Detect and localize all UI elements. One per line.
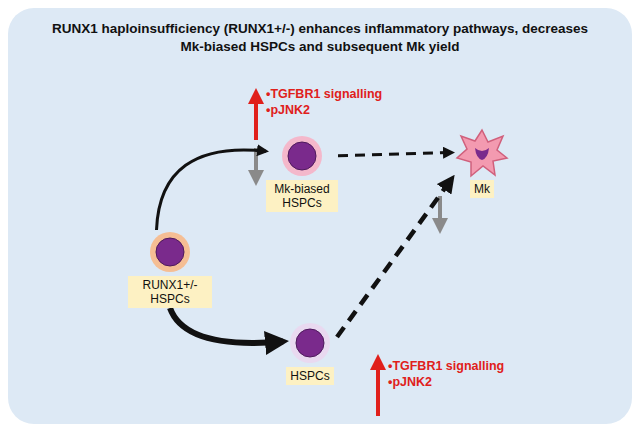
up-arrow (376, 362, 380, 416)
cell-icon (288, 321, 332, 365)
flow-arrow (337, 178, 452, 337)
cell-node: RUNX1+/- HSPCs (125, 230, 215, 308)
down-arrow (254, 148, 258, 178)
cell-icon (280, 134, 324, 178)
cell-label: Mk (470, 180, 494, 198)
cell-node: HSPCs (283, 321, 337, 385)
cell-label: Mk-biased HSPCs (266, 180, 338, 212)
up-arrow (254, 96, 258, 140)
cell-node: Mk-biased HSPCs (266, 134, 338, 212)
cell-label: HSPCs (286, 367, 333, 385)
flow-arrow (338, 153, 452, 156)
cell-label: RUNX1+/- HSPCs (128, 276, 212, 308)
diagram-title: RUNX1 haploinsufficiency (RUNX1+/-) enha… (40, 20, 600, 56)
pathway-note: •pJNK2 (388, 374, 432, 390)
pathway-note: •TGFBR1 signalling (266, 86, 382, 102)
flow-arrow (157, 150, 267, 230)
pathway-note: •TGFBR1 signalling (388, 358, 504, 374)
cell-node: Mk (452, 128, 512, 198)
megakaryocyte-icon (455, 128, 509, 178)
pathway-note: •pJNK2 (266, 102, 310, 118)
panel (8, 8, 632, 424)
flow-arrow (170, 308, 283, 343)
cell-icon (148, 230, 192, 274)
